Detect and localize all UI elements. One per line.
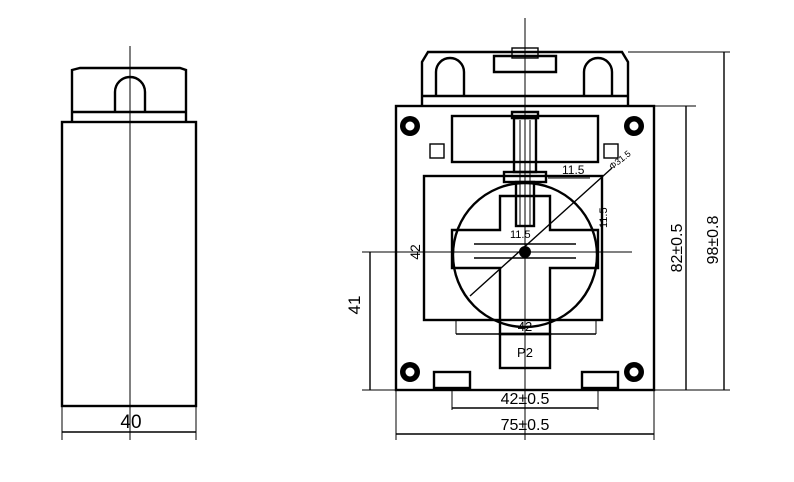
window-width-dim: 42 — [518, 319, 532, 334]
small-square-right — [603, 143, 619, 159]
corner-screw-tl — [400, 116, 420, 136]
diameter-dim: Φ31.5 — [607, 148, 633, 171]
window-frame — [422, 174, 604, 322]
tab-top-dim: 11.5 — [562, 163, 585, 177]
diameter-leader — [469, 167, 613, 297]
small-square-left — [429, 143, 445, 159]
side-body — [60, 120, 198, 408]
p2-label: P2 — [517, 345, 533, 360]
tab-right-dim: 11.5 — [598, 207, 610, 228]
tab-center-dim: 11.5 — [510, 229, 531, 241]
corner-screw-bl — [400, 362, 420, 382]
corner-screw-tr — [624, 116, 644, 136]
bottom-outer-dim: 75±0.5 — [501, 417, 550, 434]
side-width-dim: 40 — [120, 412, 141, 433]
cap-bump-left — [434, 56, 466, 96]
foot-right — [580, 370, 620, 390]
height-outer-dim: 98±0.8 — [705, 215, 722, 264]
left-height-dim: 41 — [345, 296, 364, 315]
corner-screw-br — [624, 362, 644, 382]
front-view: Φ31.5 11.5 11.5 11.5 P2 42 42 41 42±0.5 — [345, 18, 730, 440]
bottom-inner-dim: 42±0.5 — [501, 391, 550, 408]
height-inner-dim: 82±0.5 — [669, 223, 686, 272]
cap-bump-right — [582, 56, 614, 96]
window-height-dim: 42 — [407, 244, 423, 260]
side-view: 40 — [60, 46, 198, 440]
foot-left — [432, 370, 472, 390]
top-screw-head — [492, 54, 558, 74]
